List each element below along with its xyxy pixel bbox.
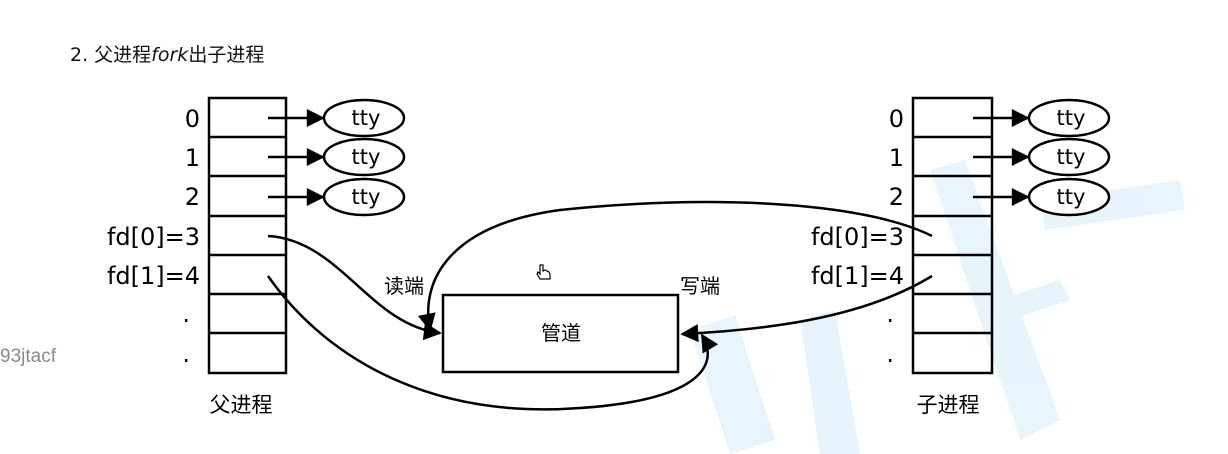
parent-fd-label: fd[0]=3 (107, 223, 200, 251)
child-tty-group: tty tty tty (973, 98, 1111, 217)
hand-cursor-icon (536, 264, 551, 280)
tty-label: tty (1057, 185, 1086, 209)
parent-fd-table (207, 96, 288, 375)
child-fd-label: 0 (889, 105, 904, 133)
tty-node (322, 177, 406, 217)
tty-label: tty (352, 185, 381, 209)
parent-caption: 父进程 (210, 393, 273, 417)
tty-label: tty (352, 106, 381, 130)
parent-fd-label: . (182, 340, 190, 368)
watermark-text: 93jtacf (0, 346, 56, 367)
title-prefix: 2. 父进程 (70, 44, 152, 66)
parent-fd-label: 2 (185, 183, 200, 211)
parent-fd-label: . (182, 300, 190, 328)
tty-node (322, 98, 406, 138)
tty-label: tty (1057, 145, 1086, 169)
child-fd-table (911, 96, 994, 375)
tty-node (322, 137, 406, 177)
child-caption: 子进程 (917, 393, 980, 417)
parent-write-connection (266, 275, 719, 411)
child-fd-label: . (886, 340, 894, 368)
read-end-label: 读端 (384, 274, 424, 298)
child-write-connection (680, 274, 933, 343)
tty-node (1027, 177, 1111, 217)
parent-fd-label: fd[1]=4 (107, 262, 200, 290)
child-fd-label: 2 (889, 183, 904, 211)
tty-node (1027, 137, 1111, 177)
parent-tty-group: tty tty tty (268, 98, 406, 217)
pipe-label: 管道 (541, 321, 581, 345)
parent-fd-label: 1 (185, 144, 200, 172)
tty-node (1027, 98, 1111, 138)
tty-label: tty (1057, 106, 1086, 130)
title-fork: fork (151, 44, 189, 66)
pipe-connections (266, 200, 933, 411)
child-read-connection (418, 200, 933, 332)
child-fd-label: fd[0]=3 (811, 223, 904, 251)
write-end-label: 写端 (680, 274, 720, 298)
pipe-box (441, 293, 680, 374)
child-fd-label: . (886, 300, 894, 328)
title-suffix: 出子进程 (188, 44, 265, 66)
parent-fd-label: 0 (185, 105, 200, 133)
child-fd-label: 1 (889, 144, 904, 172)
child-fd-label: fd[1]=4 (811, 262, 904, 290)
tty-label: tty (352, 145, 381, 169)
section-title: 2. 父进程fork出子进程 (70, 40, 264, 67)
parent-read-connection (267, 234, 442, 341)
